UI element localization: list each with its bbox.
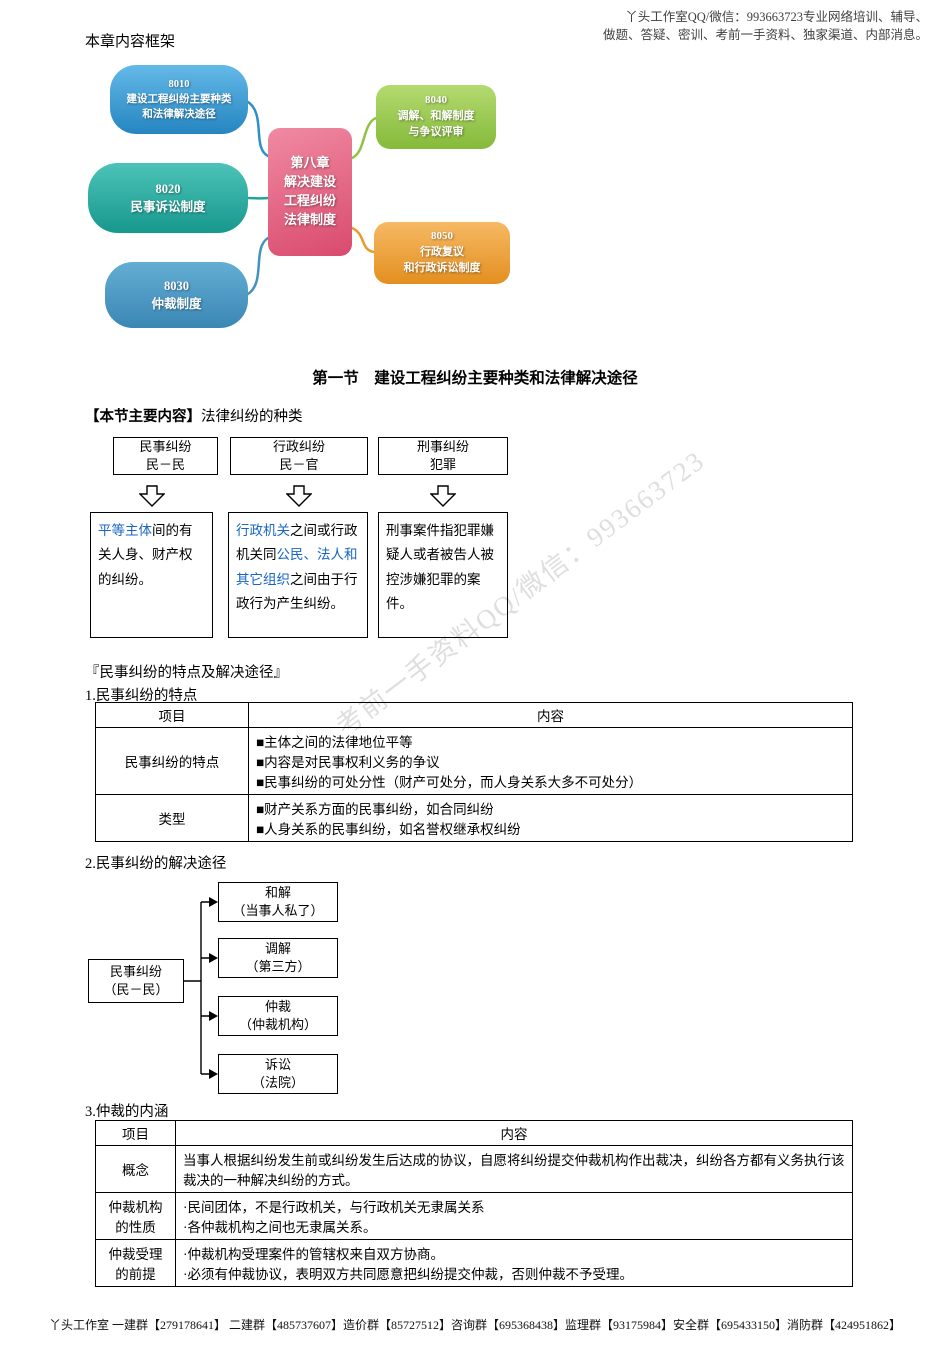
table-row: 类型 ■财产关系方面的民事纠纷，如合同纠纷 ■人身关系的民事纠纷，如名誉权继承权…: [95, 794, 853, 842]
table-row: 民事纠纷的特点 ■主体之间的法律地位平等 ■内容是对民事权利义务的争议 ■民事纠…: [95, 727, 853, 795]
mindmap-node-8050: 8050 行政复议 和行政诉讼制度: [374, 222, 510, 284]
connector-to-8050: [350, 226, 376, 254]
down-arrow-icon: [139, 485, 165, 507]
col-header-content: 内容: [248, 702, 853, 728]
flow-root-civil-dispute: 民事纠纷 （民－民）: [88, 959, 184, 1003]
dispute-kind-box-criminal: 刑事纠纷 犯罪: [378, 437, 508, 475]
dispute-kind-box-civil: 民事纠纷 民－民: [113, 437, 218, 475]
point3-heading: 3.仲裁的内涵: [85, 1104, 169, 1120]
arrowhead-icon: [209, 953, 218, 963]
connector-to-8030: [246, 236, 270, 296]
criminal-dispute-description: 刑事案件指犯罪嫌疑人或者被告人被控涉嫌犯罪的案件。: [378, 512, 508, 638]
flow-box-settlement: 和解 （当事人私了）: [218, 882, 338, 922]
row-content: ·民间团体，不是行政机关，与行政机关无隶属关系 ·各仲裁机构之间也无隶属关系。: [175, 1192, 853, 1240]
dispute-kind-box-administrative: 行政纠纷 民－官: [230, 437, 368, 475]
connector-to-8040: [350, 116, 378, 160]
arrowhead-icon: [209, 1069, 218, 1079]
description-text: 间的有关人身、财产权的纠纷。: [98, 523, 193, 587]
header-watermark: 丫头工作室QQ/微信：993663723专业网络培训、辅导、 做题、答疑、密训、…: [603, 8, 928, 44]
header-watermark-line1: 丫头工作室QQ/微信：993663723专业网络培训、辅导、: [625, 10, 928, 24]
header-watermark-line2: 做题、答疑、密训、考前一手资料、独家渠道、内部消息。: [602, 28, 928, 43]
mindmap-node-8030: 8030 仲裁制度: [105, 262, 248, 328]
highlighted-term: 平等主体: [98, 523, 152, 538]
table-header-row: 项目 内容: [95, 1120, 853, 1146]
down-arrow-icon: [286, 485, 312, 507]
chapter-mindmap: 第八章 解决建设 工程纠纷 法律制度 8010 建设工程纠纷主要种类 和法律解决…: [80, 52, 520, 342]
col-header-item: 项目: [95, 1120, 176, 1146]
row-label: 民事纠纷的特点: [95, 727, 249, 795]
intro-rest: 法律纠纷的种类: [201, 409, 303, 425]
section1-intro: 【本节主要内容】法律纠纷的种类: [85, 405, 303, 426]
administrative-dispute-description: 行政机关之间或行政机关同公民、法人和其它组织之间由于行政行为产生纠纷。: [228, 512, 368, 638]
point2-heading: 2.民事纠纷的解决途径: [85, 856, 227, 872]
row-label: 仲裁机构 的性质: [95, 1192, 176, 1240]
row-content: 当事人根据纠纷发生前或纠纷发生后达成的协议，自愿将纠纷提交仲裁机构作出裁决，纠纷…: [175, 1145, 853, 1193]
row-label: 概念: [95, 1145, 176, 1193]
civil-section-bracket-title: 『民事纠纷的特点及解决途径』: [85, 665, 288, 681]
civil-dispute-description: 平等主体间的有关人身、财产权的纠纷。: [90, 512, 213, 638]
flow-box-mediation: 调解 （第三方）: [218, 938, 338, 978]
mindmap-node-chapter8: 第八章 解决建设 工程纠纷 法律制度: [268, 128, 352, 256]
table-row: 概念 当事人根据纠纷发生前或纠纷发生后达成的协议，自愿将纠纷提交仲裁机构作出裁决…: [95, 1145, 853, 1193]
intro-label: 【本节主要内容】: [85, 409, 201, 425]
flow-box-litigation: 诉讼 （法院）: [218, 1054, 338, 1094]
mindmap-node-8040: 8040 调解、和解制度 与争议评审: [376, 85, 496, 149]
description-text: 之间由于行政行为产生纠纷。: [236, 571, 358, 611]
flow-connector-lines: [184, 897, 218, 1079]
row-label: 类型: [95, 794, 249, 842]
row-content: ■财产关系方面的民事纠纷，如合同纠纷 ■人身关系的民事纠纷，如名誉权继承权纠纷: [248, 794, 853, 842]
civil-dispute-features-table: 项目 内容 民事纠纷的特点 ■主体之间的法律地位平等 ■内容是对民事权利义务的争…: [95, 702, 853, 842]
col-header-item: 项目: [95, 702, 249, 728]
table-header-row: 项目 内容: [95, 702, 853, 728]
row-label: 仲裁受理 的前提: [95, 1239, 176, 1287]
highlighted-term: 行政机关: [236, 523, 290, 538]
flow-box-arbitration: 仲裁 （仲裁机构）: [218, 996, 338, 1036]
row-content: ·仲裁机构受理案件的管辖权来自双方协商。 ·必须有仲裁协议，表明双方共同愿意把纠…: [175, 1239, 853, 1287]
connector-to-8010: [246, 100, 270, 158]
mindmap-connector-lines: [246, 100, 378, 296]
section1-title: 第一节 建设工程纠纷主要种类和法律解决途径: [312, 370, 638, 387]
highlighted-term: 公民、法人和其它组织: [236, 547, 358, 587]
flow-lines: [184, 901, 209, 1075]
arrowhead-icon: [209, 1011, 218, 1021]
arrowhead-icon: [209, 897, 218, 907]
description-text: 之间或行政机关同: [236, 523, 358, 563]
footer-group-list: 丫头工作室 一建群【279178641】 二建群【485737607】造价群【8…: [48, 1318, 901, 1332]
table-row: 仲裁受理 的前提 ·仲裁机构受理案件的管辖权来自双方协商。 ·必须有仲裁协议，表…: [95, 1239, 853, 1287]
arbitration-connotation-table: 项目 内容 概念 当事人根据纠纷发生前或纠纷发生后达成的协议，自愿将纠纷提交仲裁…: [95, 1120, 853, 1287]
col-header-content: 内容: [175, 1120, 853, 1146]
mindmap-node-8020: 8020 民事诉讼制度: [88, 163, 248, 233]
down-arrow-icon: [430, 485, 456, 507]
chapter-framework-heading: 本章内容框架: [85, 34, 176, 50]
row-content: ■主体之间的法律地位平等 ■内容是对民事权利义务的争议 ■民事纠纷的可处分性（财…: [248, 727, 853, 795]
point1-heading: 1.民事纠纷的特点: [85, 688, 198, 704]
table-row: 仲裁机构 的性质 ·民间团体，不是行政机关，与行政机关无隶属关系 ·各仲裁机构之…: [95, 1192, 853, 1240]
mindmap-node-8010: 8010 建设工程纠纷主要种类 和法律解决途径: [110, 65, 248, 134]
